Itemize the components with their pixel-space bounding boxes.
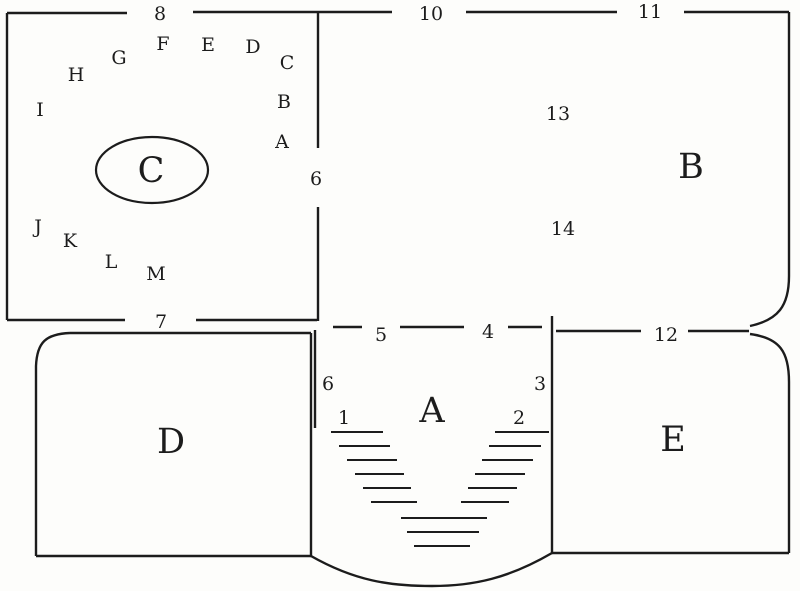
room-b-walls <box>318 10 791 328</box>
label-door-2: 2 <box>513 407 525 429</box>
label-num-14: 14 <box>551 218 575 240</box>
label-door-11: 11 <box>638 1 662 23</box>
label-seat-l: L <box>105 251 118 273</box>
label-seat-k: K <box>63 230 78 252</box>
room-a-walls <box>310 330 553 588</box>
label-seat-j: J <box>32 216 42 238</box>
label-seat-a: A <box>274 131 289 153</box>
label-seat-h: H <box>68 64 85 86</box>
label-num-13: 13 <box>546 103 570 125</box>
pit-steps <box>331 431 549 547</box>
label-seat-g: G <box>111 47 126 69</box>
room-e-walls <box>550 316 791 555</box>
label-room-d: D <box>157 422 185 462</box>
label-room-a: A <box>418 391 445 431</box>
label-seat-m: M <box>146 263 165 285</box>
label-door-1: 1 <box>338 407 350 429</box>
label-door-5: 5 <box>375 324 387 346</box>
label-seat-i: I <box>36 99 44 121</box>
label-seat-f: F <box>156 33 169 55</box>
label-door-7: 7 <box>155 311 167 333</box>
label-door-6-upper: 6 <box>310 168 322 190</box>
room-d-walls <box>34 331 313 558</box>
label-door-10: 10 <box>419 3 443 25</box>
room-c-walls <box>5 10 320 322</box>
pit-steps-bottom <box>401 517 487 547</box>
label-door-4: 4 <box>482 321 494 343</box>
labels: 8 10 11 F E D G C H B I A 6 J K L M 7 13… <box>32 1 704 462</box>
label-room-c: C <box>138 151 165 191</box>
label-seat-b: B <box>277 91 291 113</box>
label-room-b: B <box>678 147 704 187</box>
label-door-6-lower: 6 <box>322 373 334 395</box>
label-door-3: 3 <box>534 373 546 395</box>
room-c-oval <box>94 135 210 205</box>
label-seat-d: D <box>245 36 260 58</box>
label-door-8: 8 <box>154 3 166 25</box>
label-seat-c: C <box>280 52 295 74</box>
label-door-12: 12 <box>654 324 678 346</box>
pit-steps-right <box>461 431 549 503</box>
label-room-e: E <box>660 420 686 460</box>
pit-steps-left <box>331 431 417 503</box>
label-seat-e: E <box>201 34 215 56</box>
